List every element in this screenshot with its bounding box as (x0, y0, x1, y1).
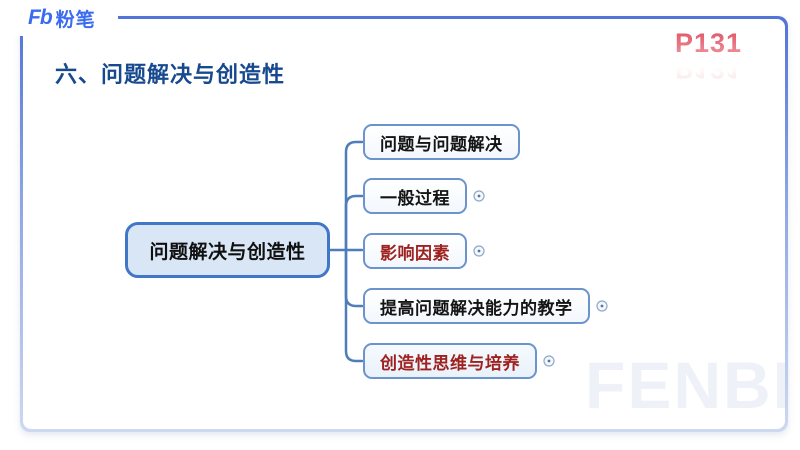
mindmap-branch: 影响因素 (363, 233, 485, 269)
slide-title: 六、问题解决与创造性 (55, 62, 286, 87)
page-number-block: P131 P131 (675, 28, 742, 84)
mindmap-node-creative-thinking: 创造性思维与培养 (363, 343, 537, 379)
mindmap-node-teaching-improvement: 提高问题解决能力的教学 (363, 288, 590, 324)
fenbi-logo: Fb 粉笔 (0, 0, 118, 36)
mindmap-branch: 提高问题解决能力的教学 (363, 288, 608, 324)
mindmap-root-node: 问题解决与创造性 (125, 222, 330, 278)
mindmap-node-general-process: 一般过程 (363, 178, 467, 214)
page-number-reflection: P131 (674, 54, 742, 84)
mindmap-branch: 问题与问题解决 (363, 124, 520, 160)
expand-icon (473, 190, 485, 202)
mindmap-branch: 一般过程 (363, 178, 485, 214)
fenbi-logo-text: 粉笔 (55, 9, 96, 31)
slide-border-frame: FENBI (20, 16, 788, 432)
page-number: P131 (674, 28, 742, 58)
expand-icon (595, 300, 608, 312)
mindmap-node-influencing-factors: 影响因素 (363, 233, 467, 269)
fenbi-watermark: FENBI (585, 348, 785, 422)
mindmap-branch: 创造性思维与培养 (363, 343, 555, 379)
expand-icon (543, 355, 555, 367)
expand-icon (473, 245, 485, 257)
fenbi-logo-icon: Fb (28, 6, 53, 29)
mindmap-node-problem-solving: 问题与问题解决 (363, 124, 520, 160)
